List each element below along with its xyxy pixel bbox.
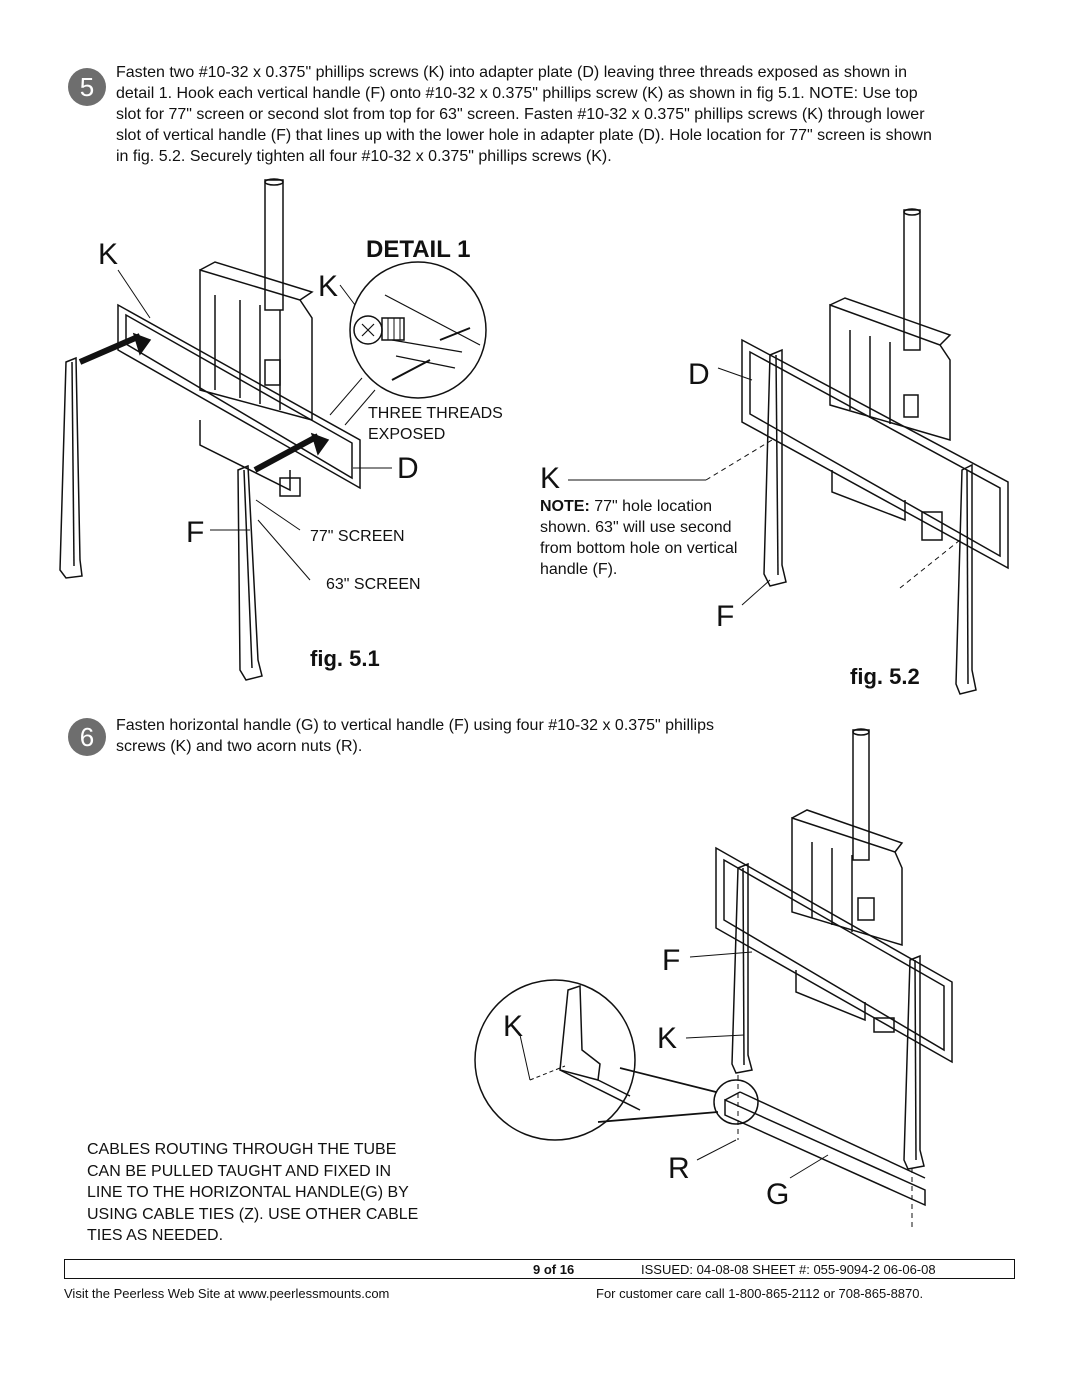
cables-note-line: CABLES ROUTING THROUGH THE TUBE xyxy=(87,1141,397,1158)
fig-6-drawing xyxy=(474,728,953,1230)
note-label: NOTE: xyxy=(540,498,590,515)
screen-77-label: 77" SCREEN xyxy=(310,528,405,545)
fig-5-1-caption: fig. 5.1 xyxy=(310,646,380,671)
fig-5-2-drawing xyxy=(568,208,1009,695)
fig-5-2-note: NOTE: 77" hole location shown. 63" will … xyxy=(540,496,770,580)
step-6-instructions: Fasten horizontal handle (G) to vertical… xyxy=(116,715,816,757)
fig-5-2-caption: fig. 5.2 xyxy=(850,664,920,689)
label-f-fig52: F xyxy=(716,600,735,633)
step-5-line: Fasten two #10-32 x 0.375" phillips scre… xyxy=(116,64,907,81)
label-g-fig6: G xyxy=(766,1178,790,1211)
cables-note-line: TIES AS NEEDED. xyxy=(87,1227,224,1244)
step-6-badge: 6 xyxy=(68,718,106,756)
note-line: shown. 63" will use second xyxy=(540,519,732,536)
label-f-fig6: F xyxy=(662,944,681,977)
issued-sheet: ISSUED: 04-08-08 SHEET #: 055-9094-2 06-… xyxy=(641,1262,936,1277)
step-5-badge: 5 xyxy=(68,68,106,106)
label-k-fig52: K xyxy=(540,462,561,495)
step-6-line: screws (K) and two acorn nuts (R). xyxy=(116,738,363,755)
cables-note-line: CAN BE PULLED TAUGHT AND FIXED IN xyxy=(87,1162,392,1180)
note-line: handle (F). xyxy=(540,561,618,578)
customer-care-line: For customer care call 1-800-865-2112 or… xyxy=(596,1286,924,1301)
note-line: from bottom hole on vertical xyxy=(540,540,738,557)
fig-5-1-drawing xyxy=(59,178,487,681)
label-k-left: K xyxy=(98,238,119,271)
exposed-label: EXPOSED xyxy=(368,426,446,443)
label-f-fig51: F xyxy=(186,516,205,549)
cables-note-line: LINE TO THE HORIZONTAL HANDLE(G) BY xyxy=(87,1184,409,1201)
label-k-fig6: K xyxy=(657,1022,678,1055)
step-5-line: slot for 77" screen or second slot from … xyxy=(116,106,925,123)
cables-routing-note: CABLES ROUTING THROUGH THE TUBE CAN BE P… xyxy=(87,1139,507,1247)
label-d-fig52: D xyxy=(688,358,710,391)
label-k-circle: K xyxy=(503,1010,524,1043)
step-6-number: 6 xyxy=(79,721,95,752)
label-k-detail: K xyxy=(318,270,339,303)
page-number: 9 of 16 xyxy=(533,1262,575,1277)
cables-note-line: USING CABLE TIES (Z). USE OTHER CABLE xyxy=(87,1205,419,1223)
step-5-line: detail 1. Hook each vertical handle (F) … xyxy=(116,85,918,102)
footer-bar: 9 of 16 ISSUED: 04-08-08 SHEET #: 055-90… xyxy=(64,1259,1015,1279)
screen-63-label: 63" SCREEN xyxy=(326,576,421,593)
three-threads-label: THREE THREADS xyxy=(368,405,503,422)
label-d-fig51: D xyxy=(397,452,419,485)
step-6-line: Fasten horizontal handle (G) to vertical… xyxy=(116,717,714,734)
note-line: 77" hole location xyxy=(594,498,712,515)
step-5-number: 5 xyxy=(79,71,95,102)
website-line: Visit the Peerless Web Site at www.peerl… xyxy=(64,1286,390,1301)
step-5-line: slot of vertical handle (F) that lines u… xyxy=(116,127,932,144)
label-r-fig6: R xyxy=(668,1152,690,1185)
step-5-line: in fig. 5.2. Securely tighten all four #… xyxy=(116,148,612,165)
detail-1-title: DETAIL 1 xyxy=(366,236,471,263)
step-5-instructions: Fasten two #10-32 x 0.375" phillips scre… xyxy=(116,62,1016,167)
